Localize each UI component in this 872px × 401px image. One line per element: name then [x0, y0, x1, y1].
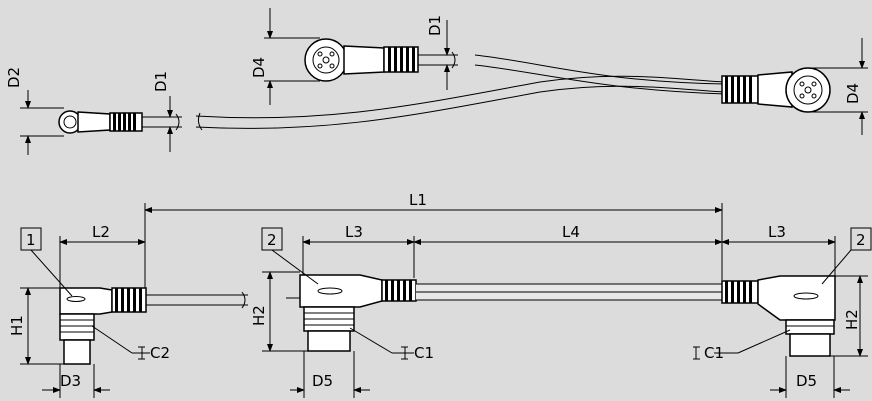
dim-d3: D3 [42, 364, 110, 398]
small-connector-side [59, 287, 248, 365]
wrench-c1-right: C1 [693, 329, 791, 362]
connector-top-middle [304, 38, 458, 82]
label-d1-left: D1 [152, 71, 170, 92]
dim-d5-left: D5 [290, 351, 370, 398]
dim-d5-right: D5 [770, 356, 850, 398]
label-d1-top: D1 [426, 15, 444, 36]
label-c1-left: C1 [414, 344, 434, 362]
label-d2: D2 [5, 67, 23, 88]
label-d4-right: D4 [844, 83, 862, 104]
label-l3-left: L3 [345, 223, 363, 241]
label-box-1: 1 [26, 231, 36, 249]
dim-h2-right: H2 [830, 275, 868, 357]
label-c1-right: C1 [704, 344, 724, 362]
wrench-c1-left: C1 [349, 327, 434, 362]
callout-1: 1 [20, 227, 73, 297]
label-l1: L1 [409, 191, 427, 209]
dim-d1-left: D1 [152, 71, 173, 152]
label-d5-right: D5 [796, 372, 817, 390]
top-view: D2 D1 [5, 8, 868, 155]
cable-side [416, 283, 722, 301]
callout-2-right: 2 [821, 227, 872, 285]
label-l3-right: L3 [768, 223, 786, 241]
callout-2-left: 2 [261, 227, 319, 285]
dim-l2: L2 [59, 223, 146, 290]
wrench-c2: C2 [91, 325, 170, 362]
dim-l3-left: L3 [302, 223, 415, 280]
label-d3: D3 [60, 372, 81, 390]
long-cable-top [195, 54, 726, 131]
connector-top-right [721, 67, 831, 113]
label-d4-top: D4 [250, 57, 268, 78]
dim-d2: D2 [5, 67, 64, 155]
dim-h1: H1 [8, 287, 64, 365]
label-l2: L2 [92, 223, 110, 241]
dim-d4-top: D4 [250, 8, 320, 105]
small-connector-top [58, 110, 182, 134]
dim-l1: L1 [144, 191, 723, 288]
dim-l4: L4 [413, 223, 723, 245]
label-box-2-right: 2 [856, 231, 866, 249]
label-h1: H1 [8, 315, 26, 336]
label-h2-left: H2 [250, 305, 268, 326]
label-box-2-left: 2 [267, 231, 277, 249]
dim-d1-top: D1 [426, 15, 450, 90]
label-d5-left: D5 [312, 372, 333, 390]
dim-d4-right: D4 [812, 38, 868, 135]
label-c2: C2 [150, 344, 170, 362]
dim-l3-right: L3 [721, 223, 836, 282]
label-l4: L4 [562, 223, 580, 241]
label-h2-right: H2 [843, 309, 861, 330]
connector-side-left [286, 274, 417, 352]
connector-side-right [721, 275, 836, 357]
side-view: L1 L2 L3 L4 L3 [8, 191, 872, 398]
dim-h2-left: H2 [250, 271, 308, 352]
